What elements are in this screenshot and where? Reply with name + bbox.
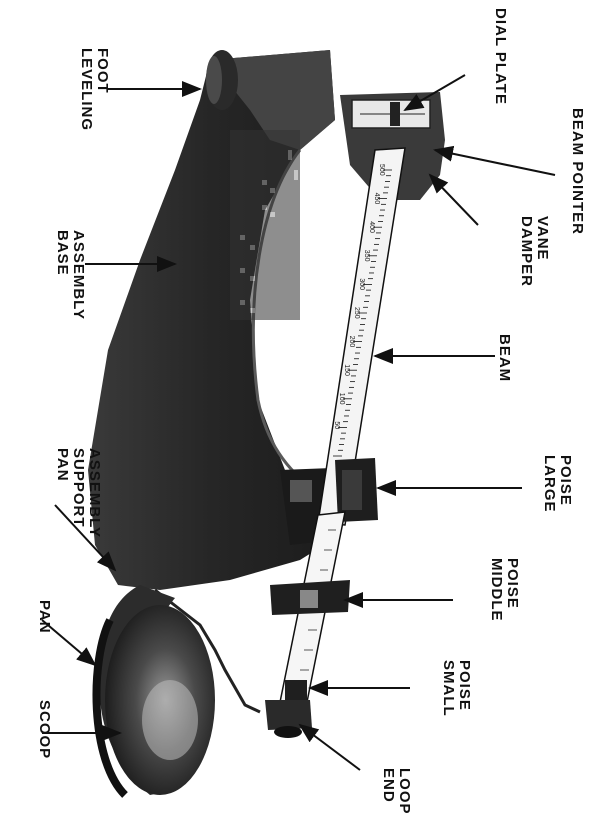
- label-beam-pointer-line1: BEAM POINTER: [569, 108, 586, 235]
- label-middle-poise-line2: POISE: [504, 558, 521, 609]
- leader-end-loop: [298, 723, 361, 771]
- scoop: [92, 605, 215, 798]
- label-pan-support-line2: SUPPORT: [70, 448, 87, 528]
- label-pan: PAN: [36, 600, 53, 634]
- label-beam-pointer: BEAM POINTER: [569, 108, 586, 235]
- base-reflection: [230, 130, 300, 320]
- beam-scale-label: 350: [363, 250, 370, 262]
- small-poise: [285, 680, 307, 700]
- beam-tick-marks: [333, 169, 392, 457]
- label-leveling-foot-line2: FOOT: [94, 48, 111, 94]
- label-damper-vane-line2: VANE: [534, 216, 551, 261]
- middle-poise: [270, 580, 350, 615]
- label-end-loop-line1: END: [380, 768, 397, 803]
- label-end-loop: END LOOP: [380, 768, 413, 814]
- leader-dial-plate: [403, 74, 466, 112]
- label-small-poise: SMALL POISE: [440, 660, 473, 717]
- leader-pan-support: [54, 504, 117, 572]
- dial-plate: [340, 92, 445, 200]
- leveling-foot: [206, 50, 238, 110]
- beam-scale-label: 450: [373, 193, 380, 205]
- beam-scale-label: 200: [348, 336, 355, 348]
- label-scoop-line1: SCOOP: [36, 700, 53, 759]
- label-damper-vane: DAMPER VANE: [518, 216, 551, 287]
- label-pan-support-assembly: PAN SUPPORT ASSEMBLY: [54, 448, 103, 538]
- beam-scale-label: 250: [353, 307, 360, 319]
- label-middle-poise-line1: MIDDLE: [488, 558, 505, 622]
- label-pan-support-line1: PAN: [54, 448, 71, 482]
- label-base-assembly-line2: ASSEMBLY: [70, 230, 87, 320]
- label-base-assembly: BASE ASSEMBLY: [54, 230, 87, 320]
- leader-beam-pointer: [433, 145, 556, 176]
- label-leveling-foot-line1: LEVELING: [78, 48, 95, 131]
- label-pan-line1: PAN: [36, 600, 53, 634]
- label-dial-plate: DIAL PLATE: [492, 8, 509, 105]
- leader-pan: [41, 619, 97, 667]
- label-pan-support-line3: ASSEMBLY: [86, 448, 103, 538]
- label-base-assembly-line1: BASE: [54, 230, 71, 276]
- beam-scale-label: 50: [333, 421, 340, 429]
- beam-scale-label: 500: [378, 164, 385, 176]
- label-large-poise-line2: POISE: [557, 455, 574, 506]
- label-small-poise-line1: SMALL: [440, 660, 457, 717]
- beam-scale-label: 100: [338, 393, 345, 405]
- label-end-loop-line2: LOOP: [396, 768, 413, 814]
- beam-scale-labels: 500 450 400 350 300 250 200 150 100 50: [333, 164, 385, 429]
- end-loop: [265, 700, 312, 738]
- label-beam: BEAM: [496, 334, 513, 382]
- leader-damper-vane: [428, 173, 479, 226]
- label-large-poise: LARGE POISE: [541, 455, 574, 513]
- label-large-poise-line1: LARGE: [541, 455, 558, 513]
- pan-support-rod: [154, 588, 261, 714]
- label-beam-line1: BEAM: [496, 334, 513, 382]
- label-middle-poise: MIDDLE POISE: [488, 558, 521, 622]
- large-poise: [335, 458, 378, 522]
- beam-scale-label: 400: [368, 221, 375, 233]
- beam-scale-label: 150: [343, 364, 350, 376]
- label-scoop: SCOOP: [36, 700, 53, 759]
- label-dial-plate-line1: DIAL PLATE: [492, 8, 509, 105]
- beam: 500 450 400 350 300 250 200 150 100 50: [317, 147, 406, 526]
- leader-lines: [41, 74, 556, 771]
- label-small-poise-line2: POISE: [456, 660, 473, 711]
- label-leveling-foot: LEVELING FOOT: [78, 48, 111, 131]
- label-damper-vane-line1: DAMPER: [518, 216, 535, 287]
- beam-scale-label: 300: [358, 278, 365, 290]
